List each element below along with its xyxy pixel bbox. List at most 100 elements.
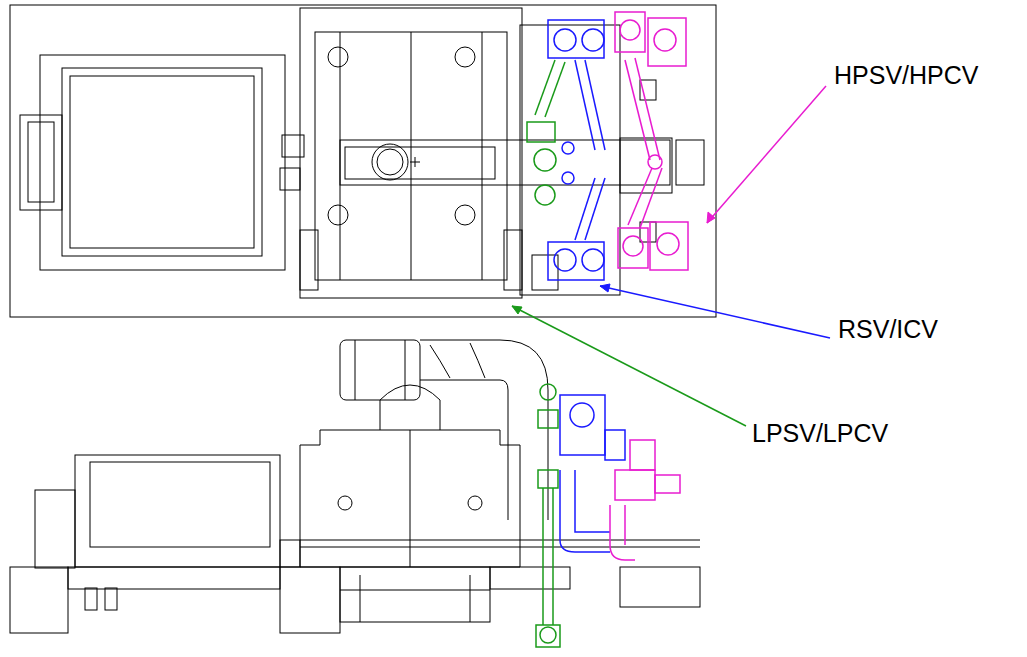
generator-body <box>62 68 262 256</box>
hp-valve-group <box>615 12 688 270</box>
rsv-inlet <box>562 142 574 154</box>
leader-line <box>512 306 746 426</box>
shaft-line <box>300 547 700 548</box>
hp-pipe <box>625 60 650 160</box>
arrowhead <box>707 212 715 223</box>
lp-pipe <box>542 488 544 625</box>
leader-line <box>707 86 826 223</box>
lp-valve <box>527 122 555 142</box>
lp-pipe <box>535 60 555 115</box>
hp-valve <box>630 440 655 470</box>
hp-valve <box>615 470 655 500</box>
callout-label: RSV/ICV <box>838 316 938 344</box>
crossover-elbow <box>380 385 440 430</box>
foundation <box>68 567 280 589</box>
lp-pipe <box>552 488 554 625</box>
foot <box>300 230 318 290</box>
arrowhead <box>512 306 522 314</box>
exhaust-port <box>377 149 403 175</box>
crossover-header <box>340 340 420 400</box>
lp-casing <box>300 430 520 567</box>
casing-port <box>468 496 482 510</box>
casing-port <box>338 496 352 510</box>
pipe-detail <box>430 343 485 378</box>
lp-valve <box>535 185 555 205</box>
hp-pipe <box>635 58 660 160</box>
lpsv-group <box>536 384 560 647</box>
rsv-valve <box>560 395 605 455</box>
rib <box>360 575 361 622</box>
lp-valve <box>536 625 560 647</box>
hp-ip-casing <box>345 147 495 179</box>
casing-port <box>455 47 475 67</box>
casing-rib <box>482 32 483 280</box>
generator <box>75 455 280 567</box>
arrowhead <box>600 284 610 292</box>
rsv-valve <box>548 20 604 58</box>
hp-pipe <box>610 505 635 560</box>
flange <box>405 340 406 400</box>
exciter <box>20 115 62 210</box>
hp-inlet <box>648 155 662 169</box>
rsv-valve <box>582 29 604 51</box>
plan-frame <box>10 5 716 317</box>
bearing <box>280 168 300 190</box>
lp-casing-outer <box>300 8 522 298</box>
pedestal <box>520 25 620 295</box>
terminal <box>85 588 97 610</box>
exhaust-port <box>372 144 408 180</box>
hp-valve <box>650 222 688 270</box>
foundation <box>280 567 340 633</box>
rsv-valve <box>582 249 604 271</box>
rsv-pipe <box>575 60 595 150</box>
hp-valve <box>654 29 676 51</box>
rib <box>470 575 471 622</box>
rsv-valve <box>554 249 576 271</box>
rsv-pipe <box>585 178 605 240</box>
rib <box>340 590 490 591</box>
shaft-line <box>300 540 700 541</box>
generator-body <box>90 462 270 547</box>
callout-label: HPSV/HPCV <box>834 62 978 90</box>
casing-port <box>328 47 348 67</box>
lp-valve <box>540 627 556 643</box>
hp-valve <box>657 233 679 255</box>
casing-split <box>411 32 412 280</box>
hp-valve <box>623 236 643 256</box>
exciter <box>35 490 75 568</box>
crossover-pipe <box>420 340 548 520</box>
exciter-inner <box>28 122 54 202</box>
hp-pipe <box>628 168 652 225</box>
foundation <box>340 567 490 622</box>
lp-valve <box>538 410 558 428</box>
rsv-valve <box>605 430 625 460</box>
flange <box>355 340 356 400</box>
lp-valve <box>534 149 556 171</box>
hp-valve <box>618 228 648 268</box>
bearing <box>282 135 304 157</box>
lp-valve <box>538 470 558 488</box>
foundation <box>10 567 68 633</box>
lp-pipe <box>545 62 565 117</box>
rsv-valve <box>570 403 594 427</box>
hp-pipe <box>640 168 662 228</box>
generator-outer <box>40 55 285 270</box>
rsv-valve <box>548 242 604 280</box>
terminal <box>105 588 117 610</box>
hp-valve <box>648 18 686 66</box>
rsv-pipe <box>585 60 605 150</box>
casing-port <box>328 205 348 225</box>
casing-split <box>410 430 411 567</box>
rsv-pipe <box>575 178 595 240</box>
rsv-inlet <box>562 172 574 184</box>
generator-inner <box>70 76 254 248</box>
rsv-pipe <box>560 470 610 552</box>
hp-valve-group <box>610 440 680 560</box>
hp-valve <box>655 475 680 493</box>
marker <box>415 157 416 167</box>
lp-valve <box>540 384 556 400</box>
leader-line <box>600 286 830 338</box>
callout-label: LPSV/LPCV <box>752 420 888 448</box>
front-standard <box>676 140 704 185</box>
lp-casing <box>315 32 507 280</box>
